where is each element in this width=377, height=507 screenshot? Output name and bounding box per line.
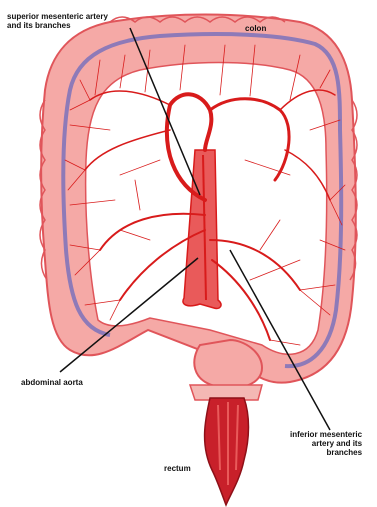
label-superior-mesenteric-artery: superior mesenteric artery and its branc… bbox=[7, 12, 108, 30]
label-colon: colon bbox=[245, 24, 266, 33]
label-inferior-mesenteric-artery: inferior mesenteric artery and its branc… bbox=[290, 430, 362, 457]
rectum bbox=[205, 398, 249, 505]
sigmoid-colon bbox=[190, 340, 262, 400]
label-rectum: rectum bbox=[164, 464, 191, 473]
label-abdominal-aorta: abdominal aorta bbox=[21, 378, 83, 387]
